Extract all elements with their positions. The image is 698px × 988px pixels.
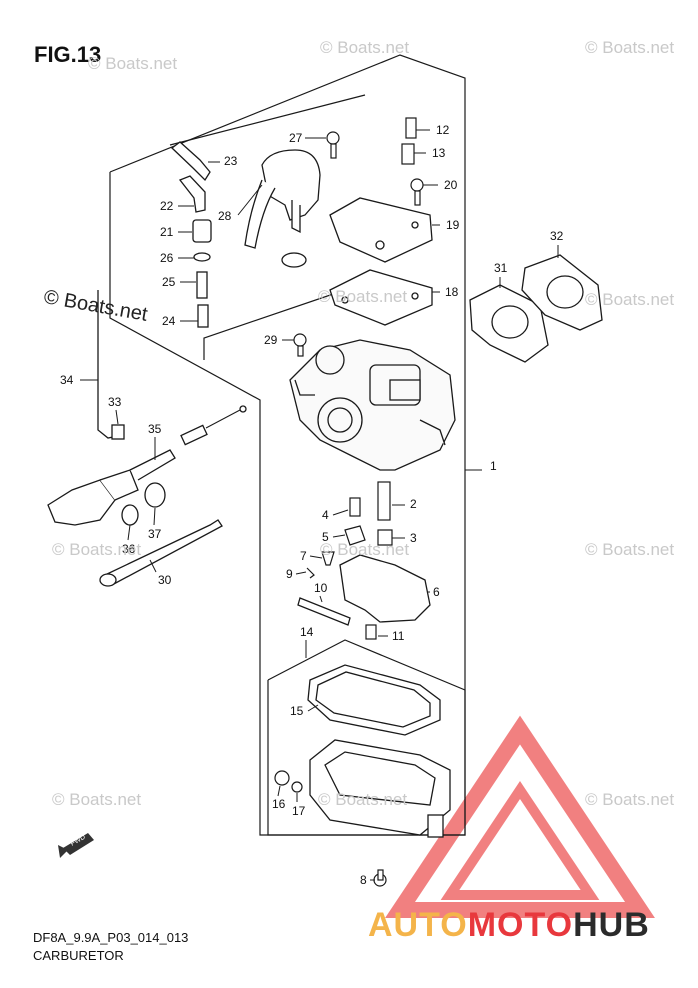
part-number-7: 7 [300,549,307,563]
choke-assembly [47,290,247,587]
part-number-4: 4 [322,508,329,522]
callout-leader-10 [319,595,323,603]
brand-part-moto: MOTO [467,906,574,944]
part-callouts [80,129,559,881]
part-number-3: 3 [410,531,417,545]
part-number-11: 11 [392,629,405,643]
callout-leader-33 [115,409,119,425]
callout-leader-37 [153,507,156,526]
callout-leader-4 [332,509,349,516]
part-number-34: 34 [60,373,74,387]
fwd-arrow-icon: FWD [58,833,94,858]
part-number-18: 18 [445,285,459,299]
intake-gaskets [469,254,603,363]
callout-leader-36 [127,524,131,541]
part-number-22: 22 [160,199,174,213]
watermark: © Boats.net [52,790,142,809]
part-number-25: 25 [162,275,176,289]
part-number-28: 28 [218,209,232,223]
float-chamber [307,664,451,838]
part-number-23: 23 [224,154,238,168]
watermark: © Boats.net [320,540,410,559]
callout-leader-30 [149,559,157,573]
part-number-12: 12 [436,123,450,137]
automotohub-logo-text: AUTOMOTOHUB [368,906,650,945]
part-number-21: 21 [160,225,174,239]
hose-fittings [170,141,212,328]
callout-leader-28 [237,184,263,216]
callout-leader-16 [277,785,281,797]
small-hardware [274,117,424,887]
diagram-code: DF8A_9.9A_P03_014_013 [33,930,189,945]
watermark: © Boats.net [318,790,408,809]
float-chamber-box [267,639,466,836]
part-number-16: 16 [272,797,286,811]
part-number-33: 33 [108,395,122,409]
watermark: © Boats.net [585,540,675,559]
part-number-30: 30 [158,573,172,587]
watermark: © Boats.net [52,540,142,559]
carburetor-body [289,339,456,471]
part-number-26: 26 [160,251,174,265]
callout-leader-5 [332,534,346,538]
part-number-5: 5 [322,530,329,544]
watermark: © Boats.net [320,38,410,57]
float [297,554,431,626]
part-number-20: 20 [444,178,458,192]
brand-part-auto: AUTO [368,906,468,944]
part-number-35: 35 [148,422,162,436]
automotohub-logo-triangle [385,715,655,918]
part-number-36: 36 [122,542,136,556]
part-number-6: 6 [433,585,440,599]
part-number-1: 1 [490,459,497,473]
part-number-14: 14 [300,625,314,639]
callout-leader-15 [307,704,319,712]
watermark: © Boats.net [88,54,178,73]
watermark: © Boats.net [585,290,675,309]
part-number-37: 37 [148,527,162,541]
part-number-8: 8 [360,873,367,887]
part-number-27: 27 [289,131,303,145]
watermark: © Boats.net [318,287,408,306]
part-number-15: 15 [290,704,304,718]
brand-part-hub: HUB [573,906,650,944]
callout-leader-7 [309,555,323,559]
part-number-9: 9 [286,567,293,581]
part-number-13: 13 [432,146,446,160]
cover-plate [329,197,433,326]
diagram-name: CARBURETOR [33,948,124,963]
part-number-19: 19 [446,218,460,232]
part-number-10: 10 [314,581,328,595]
part-number-2: 2 [410,497,417,511]
part-number-29: 29 [264,333,278,347]
part-number-32: 32 [550,229,564,243]
solenoid-valve [244,149,321,268]
part-number-17: 17 [292,804,306,818]
part-number-31: 31 [494,261,508,275]
part-number-24: 24 [162,314,176,328]
figure-title: FIG.13 [34,42,102,67]
watermark: © Boats.net [585,790,675,809]
watermark: © Boats.net [585,38,675,57]
callout-leader-9 [295,571,307,575]
